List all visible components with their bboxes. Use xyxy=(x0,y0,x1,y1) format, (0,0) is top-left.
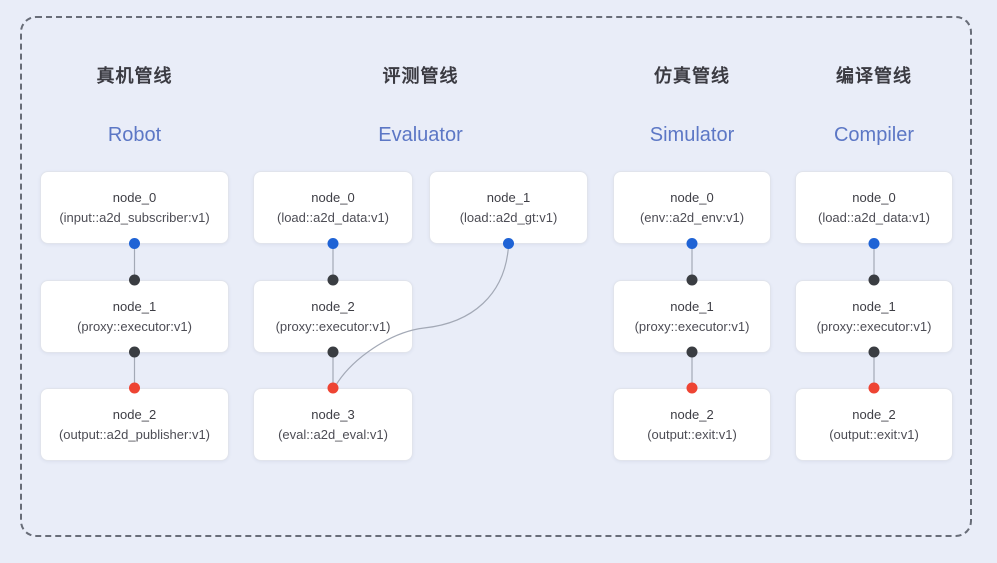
node-name: node_2 xyxy=(112,407,157,422)
evaluator-node-3-box: node_3 (eval::a2d_eval:v1) xyxy=(253,388,413,461)
node-name: node_0 xyxy=(852,190,896,205)
compiler-node-0-box: node_0 (load::a2d_data:v1) xyxy=(795,171,953,244)
node-detail: (output::exit:v1) xyxy=(647,427,737,442)
evaluator-node-1-box: node_1 (load::a2d_gt:v1) xyxy=(429,171,588,244)
node-name: node_2 xyxy=(670,407,714,422)
header-evaluator: 评测管线 Evaluator xyxy=(253,64,588,146)
header-simulator: 仿真管线 Simulator xyxy=(613,64,771,146)
simulator-node-2-box: node_2 (output::exit:v1) xyxy=(613,388,771,461)
node-detail: (proxy::executor:v1) xyxy=(77,319,192,334)
pipeline-title-simulator: 仿真管线 xyxy=(654,66,730,86)
node-name: node_1 xyxy=(670,299,714,314)
node-name: node_2 xyxy=(852,407,896,422)
compiler-node-1-box: node_1 (proxy::executor:v1) xyxy=(795,280,953,353)
robot-node-1-box: node_1 (proxy::executor:v1) xyxy=(40,280,229,353)
simulator-node-1-box: node_1 (proxy::executor:v1) xyxy=(613,280,771,353)
node-name: node_1 xyxy=(852,299,896,314)
node-detail: (proxy::executor:v1) xyxy=(634,319,750,334)
header-robot: 真机管线 Robot xyxy=(40,64,229,146)
pipeline-subtitle-evaluator: Evaluator xyxy=(378,124,463,146)
node-detail: (load::a2d_gt:v1) xyxy=(459,210,558,225)
node-detail: (output::exit:v1) xyxy=(829,427,919,442)
node-name: node_1 xyxy=(112,299,157,314)
pipeline-subtitle-simulator: Simulator xyxy=(649,124,735,146)
node-name: node_2 xyxy=(311,299,355,314)
node-name: node_1 xyxy=(486,190,531,205)
node-detail: (input::a2d_subscriber:v1) xyxy=(59,210,210,225)
node-detail: (output::a2d_publisher:v1) xyxy=(58,427,211,442)
node-detail: (load::a2d_data:v1) xyxy=(276,210,390,225)
robot-node-0-box: node_0 (input::a2d_subscriber:v1) xyxy=(40,171,229,244)
node-name: node_0 xyxy=(112,190,157,205)
pipeline-title-robot: 真机管线 xyxy=(96,66,173,86)
node-detail: (load::a2d_data:v1) xyxy=(817,210,931,225)
node-detail: (proxy::executor:v1) xyxy=(275,319,391,334)
pipeline-title-compiler: 编译管线 xyxy=(836,66,912,86)
pipeline-subtitle-robot: Robot xyxy=(107,124,162,146)
evaluator-node-2-box: node_2 (proxy::executor:v1) xyxy=(253,280,413,353)
pipeline-title-evaluator: 评测管线 xyxy=(382,66,459,86)
simulator-node-0-box: node_0 (env::a2d_env:v1) xyxy=(613,171,771,244)
evaluator-node-0-box: node_0 (load::a2d_data:v1) xyxy=(253,171,413,244)
header-compiler: 编译管线 Compiler xyxy=(795,64,953,146)
node-detail: (env::a2d_env:v1) xyxy=(639,210,745,225)
node-name: node_0 xyxy=(670,190,714,205)
dashed-frame xyxy=(20,16,972,537)
node-detail: (proxy::executor:v1) xyxy=(816,319,932,334)
pipeline-subtitle-compiler: Compiler xyxy=(833,124,915,146)
node-name: node_3 xyxy=(311,407,355,422)
compiler-node-2-box: node_2 (output::exit:v1) xyxy=(795,388,953,461)
node-name: node_0 xyxy=(311,190,355,205)
robot-node-2-box: node_2 (output::a2d_publisher:v1) xyxy=(40,388,229,461)
node-detail: (eval::a2d_eval:v1) xyxy=(278,427,388,442)
